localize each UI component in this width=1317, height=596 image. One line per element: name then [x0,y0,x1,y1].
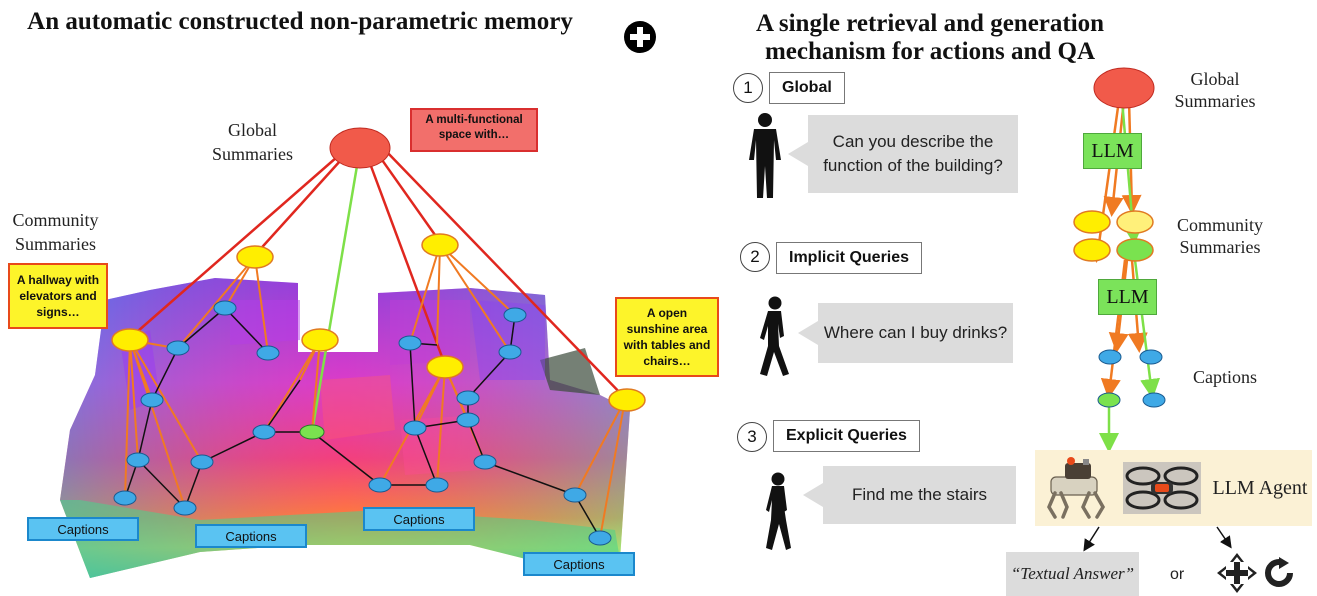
step-2-number: 2 [740,242,770,272]
llm-agent-panel: LLM Agent [1035,450,1312,526]
llm-box-1: LLM [1083,133,1142,169]
robot-dog-icon [1047,457,1106,519]
caption-nodes [113,300,612,546]
right-community-label: Community Summaries [1176,215,1263,257]
caption-edges [124,307,601,539]
global-edges [129,149,626,399]
person-walking-icon [760,296,789,376]
caption-box-3: Captions [363,507,475,531]
caption-node-selected [299,424,325,440]
caption-box-4: Captions [523,552,635,576]
plus-circle-icon [624,21,656,53]
move-arrows-icon [1217,553,1257,593]
step-1-number: 1 [733,73,763,103]
callout-hallway: A hallway with elevators and signs… [8,263,108,329]
textual-answer: “Textual Answer” [1006,552,1139,596]
step-3-number: 3 [737,422,767,452]
map-point-cloud [60,278,630,578]
llm-box-2: LLM [1098,279,1157,315]
step-3-question: Find me the stairs [803,466,1016,524]
right-global-label: Global Summaries [1174,69,1256,111]
callout-sunshine: A open sunshine area with tables and cha… [615,297,719,377]
left-community-label: Community Summaries [12,210,99,254]
caption-box-1: Captions [27,517,139,541]
global-green-edge [310,159,360,433]
drone-icon [1123,462,1201,514]
person-walking-woman-icon [766,472,791,550]
step-1-label: Global [769,72,845,104]
right-community-nodes [1073,210,1154,262]
person-standing-icon [749,113,781,198]
llm-agent-label: LLM Agent [1212,477,1308,499]
right-caption-nodes [1097,349,1166,408]
callout-multifunctional: A multi-functional space with… [410,108,538,152]
step-1-question: Can you describe the function of the bui… [788,115,1018,193]
step-2-label: Implicit Queries [776,242,923,274]
left-global-label: Global Summaries [212,120,293,164]
or-text: or [1170,566,1185,583]
step-2-question: Where can I buy drinks? [798,303,1013,363]
left-title: An automatic constructed non-parametric … [27,8,573,35]
rotate-icon [1265,557,1293,587]
global-node [329,127,391,169]
right-title: A single retrieval and generation mechan… [755,10,1105,65]
caption-box-2: Captions [195,524,307,548]
right-captions-label: Captions [1192,367,1257,387]
memory-graph [60,127,646,578]
right-global-node [1093,67,1155,109]
step-3-label: Explicit Queries [773,420,920,452]
community-nodes [111,233,646,412]
